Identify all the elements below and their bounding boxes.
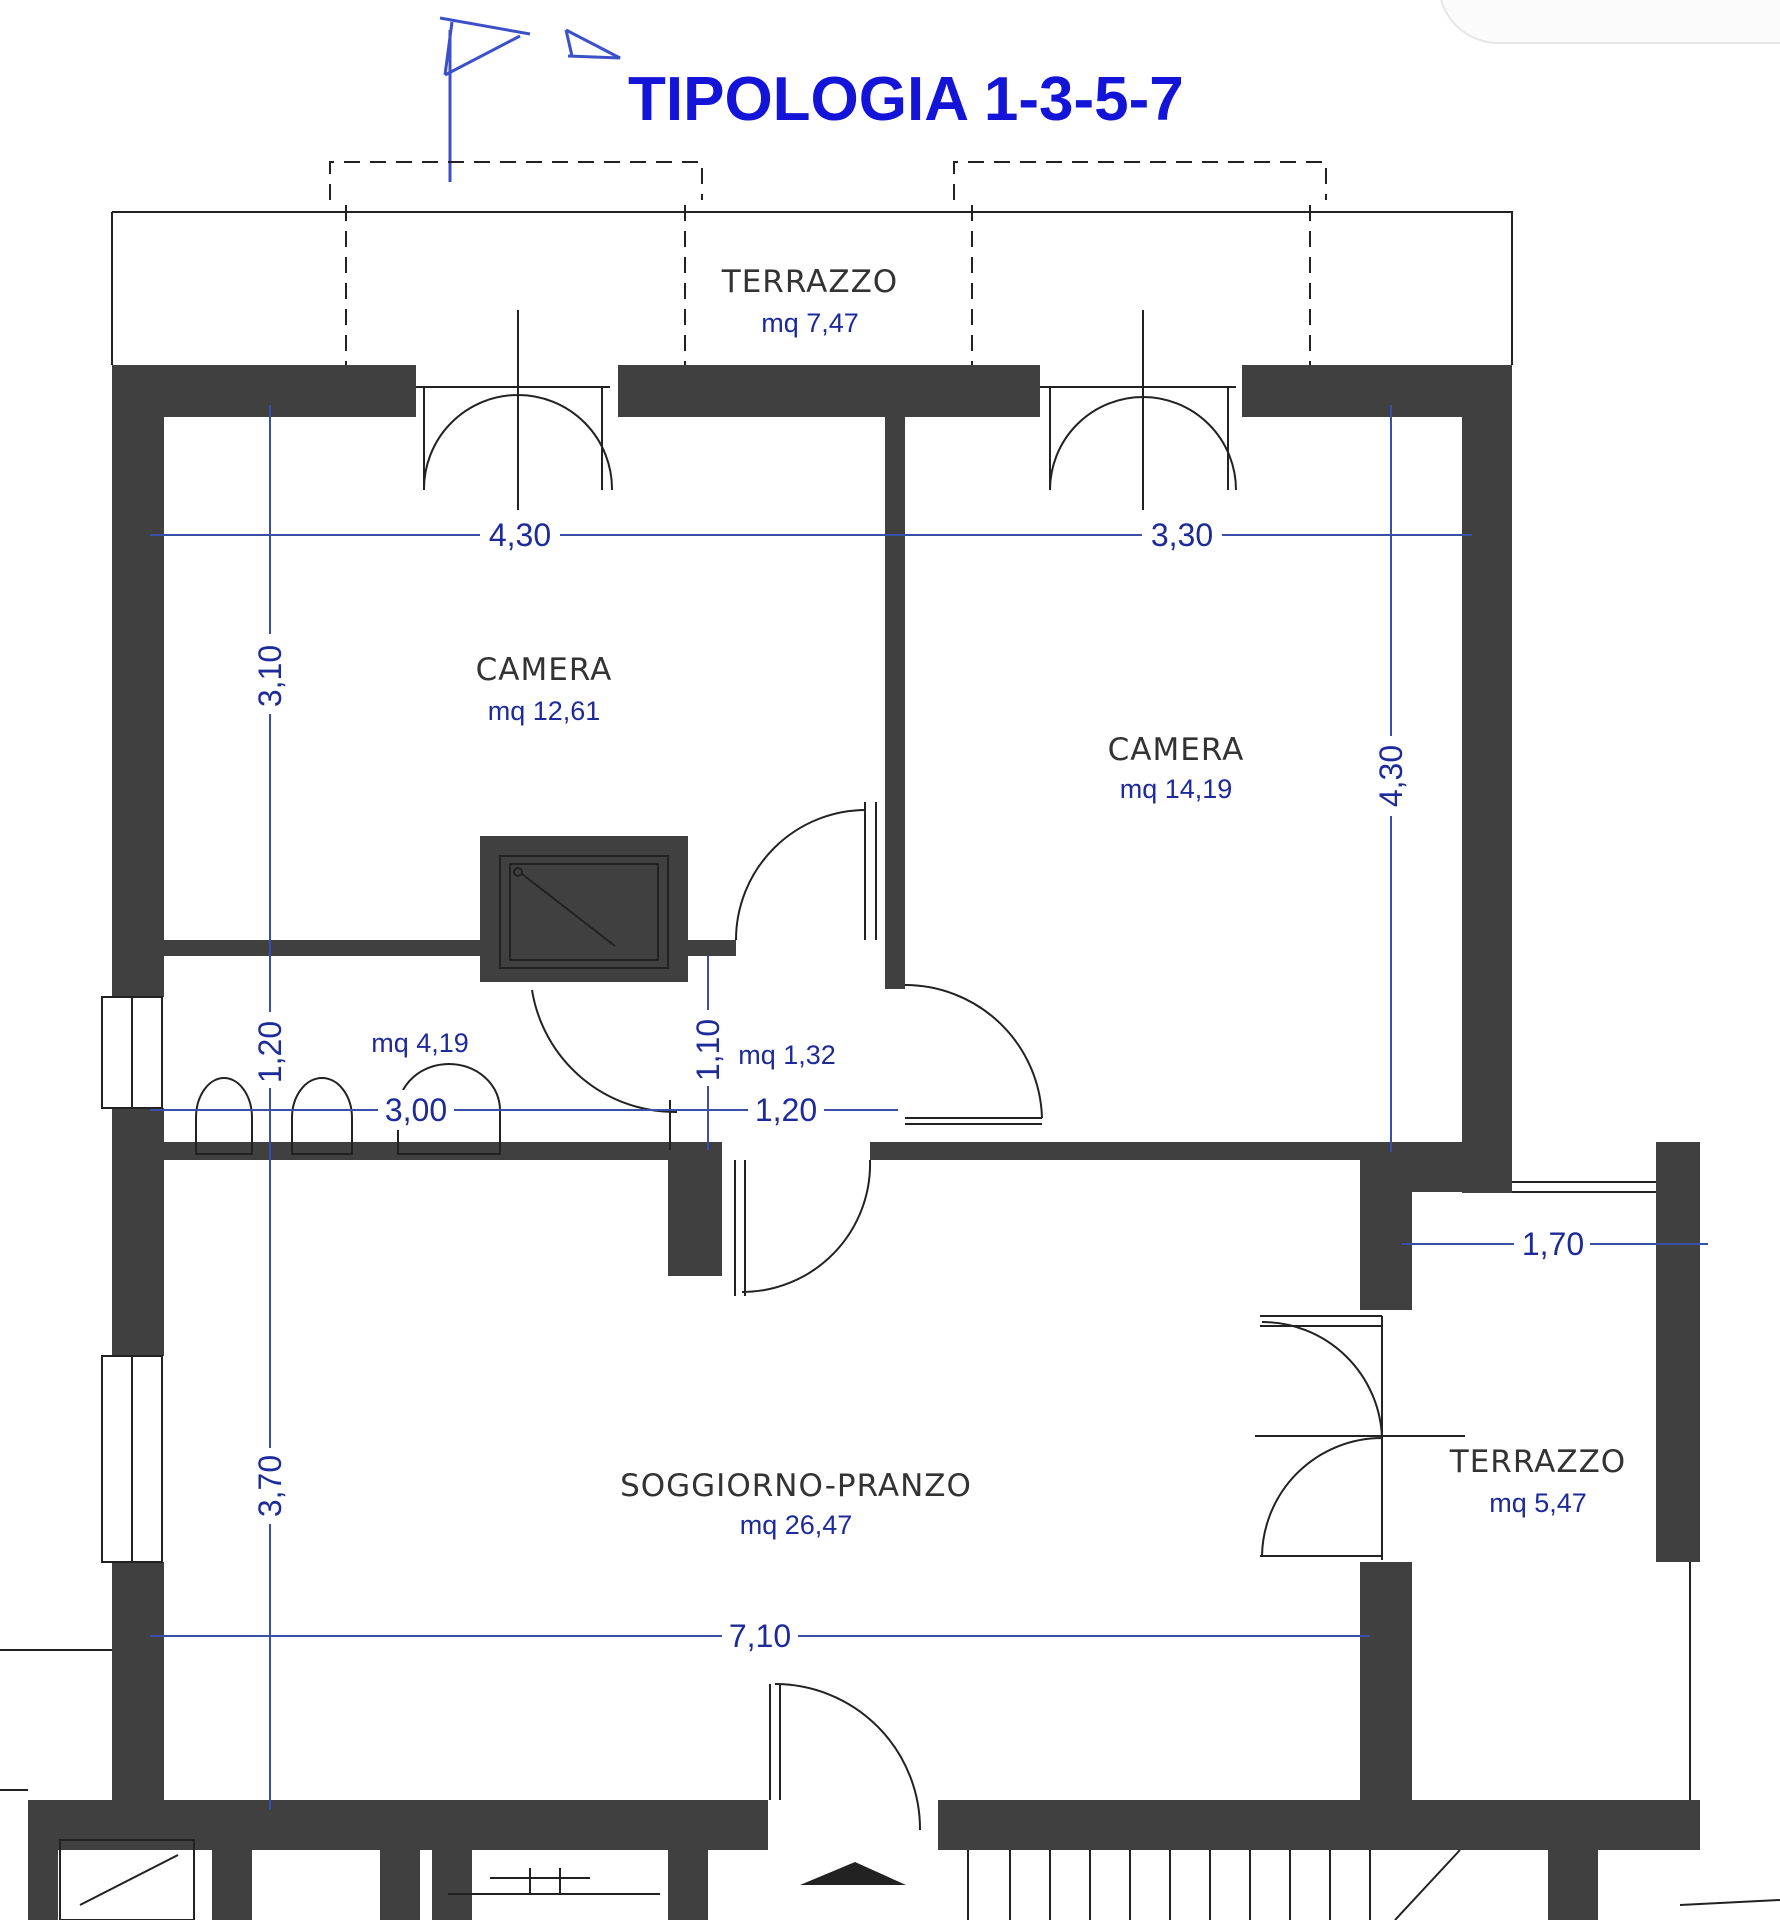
walls bbox=[28, 365, 1700, 1920]
dim-label-1-10: 1,10 bbox=[690, 1019, 726, 1081]
room-label-terrazzo-side: TERRAZZO bbox=[1449, 1444, 1626, 1480]
room-label-terrazzo-top: TERRAZZO bbox=[721, 264, 898, 300]
dim-label-1-70: 1,70 bbox=[1522, 1226, 1584, 1262]
area-label-bagno: mq 4,19 bbox=[371, 1028, 469, 1058]
window-corner-edge bbox=[1438, 0, 1780, 44]
room-label-camera-2: CAMERA bbox=[1108, 732, 1245, 768]
area-label-terrazzo-top: mq 7,47 bbox=[761, 308, 859, 338]
area-label-disimpegno: mq 1,32 bbox=[738, 1040, 836, 1070]
dim-label-7-10: 7,10 bbox=[729, 1618, 791, 1654]
dim-label-1-20-h: 1,20 bbox=[755, 1092, 817, 1128]
dim-label-4-30-h: 4,30 bbox=[489, 517, 551, 553]
room-label-soggiorno: SOGGIORNO-PRANZO bbox=[620, 1468, 972, 1504]
plan-title: TIPOLOGIA 1-3-5-7 bbox=[628, 65, 1184, 134]
bathroom-fixtures bbox=[0, 855, 1780, 1920]
area-label-camera-2: mq 14,19 bbox=[1120, 774, 1233, 804]
room-label-camera-1: CAMERA bbox=[476, 652, 613, 688]
dim-label-3-00: 3,00 bbox=[385, 1092, 447, 1128]
area-label-terrazzo-side: mq 5,47 bbox=[1489, 1488, 1587, 1518]
dim-label-1-20-v: 1,20 bbox=[252, 1021, 288, 1083]
dim-label-3-30: 3,30 bbox=[1151, 517, 1213, 553]
area-label-soggiorno: mq 26,47 bbox=[740, 1510, 853, 1540]
area-label-camera-1: mq 12,61 bbox=[488, 696, 601, 726]
dim-label-3-70: 3,70 bbox=[252, 1455, 288, 1517]
section-marker-icon bbox=[439, 16, 621, 182]
doors bbox=[416, 310, 1465, 1831]
dim-label-4-30-v: 4,30 bbox=[1373, 745, 1409, 807]
top-balcony-outline bbox=[111, 161, 1513, 365]
dim-label-3-10: 3,10 bbox=[252, 645, 288, 707]
windows bbox=[101, 996, 1691, 1800]
dimension-labels: 4,30 3,30 3,10 4,30 1,20 3,00 1,10 1,20 … bbox=[250, 515, 1590, 1656]
